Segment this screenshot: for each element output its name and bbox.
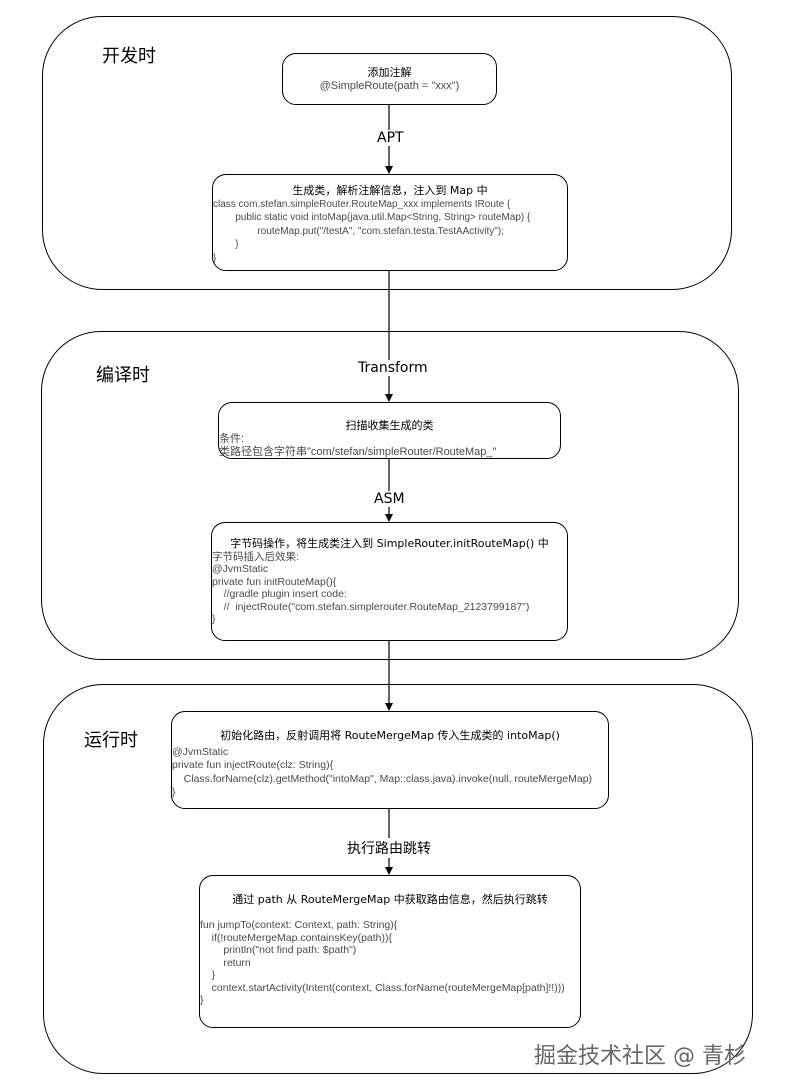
node-add-annotation-title: 添加注解	[367, 66, 412, 79]
node-generate-class: 生成类，解析注解信息，注入到 Map 中 class com.stefan.si…	[212, 174, 568, 271]
node-bytecode-inject-body: 字节码插入后效果: @JvmStatic private fun initRou…	[212, 550, 530, 626]
node-generate-class-body: class com.stefan.simpleRouter.RouteMap_x…	[213, 198, 531, 264]
node-jump-route: 通过 path 从 RouteMergeMap 中获取路由信息，然后执行跳转 f…	[199, 875, 581, 1028]
node-scan-classes: 扫描收集生成的类 条件: 类路径包含字符串"com/stefan/simpleR…	[218, 402, 561, 459]
node-init-route-body: @JvmStatic private fun injectRoute(clz: …	[172, 745, 593, 799]
phase-title-compile: 编译时	[96, 365, 150, 386]
node-bytecode-inject: 字节码操作，将生成类注入到 SimpleRouter.initRouteMap(…	[211, 522, 568, 641]
node-jump-route-body: fun jumpTo(context: Context, path: Strin…	[200, 919, 565, 1006]
node-jump-route-title: 通过 path 从 RouteMergeMap 中获取路由信息，然后执行跳转	[232, 893, 548, 906]
edge-label-asm: ASM	[372, 491, 407, 507]
node-add-annotation-body: @SimpleRoute(path = "xxx")	[319, 79, 460, 92]
node-scan-classes-title: 扫描收集生成的类	[345, 419, 434, 432]
watermark: 掘金技术社区 @ 青杉	[534, 1044, 746, 1069]
phase-title-runtime: 运行时	[84, 730, 138, 751]
edge-label-jump: 执行路由跳转	[345, 838, 433, 858]
node-scan-classes-body: 条件: 类路径包含字符串"com/stefan/simpleRouter/Rou…	[219, 432, 497, 459]
node-init-route: 初始化路由，反射调用将 RouteMergeMap 传入生成类的 intoMap…	[171, 711, 609, 809]
node-init-route-title: 初始化路由，反射调用将 RouteMergeMap 传入生成类的 intoMap…	[220, 729, 560, 742]
edge-label-transform: Transform	[356, 360, 430, 376]
node-bytecode-inject-title: 字节码操作，将生成类注入到 SimpleRouter.initRouteMap(…	[230, 537, 549, 550]
node-add-annotation: 添加注解 @SimpleRoute(path = "xxx")	[282, 53, 497, 105]
edge-label-apt: APT	[375, 130, 406, 146]
phase-title-development: 开发时	[102, 46, 156, 67]
node-generate-class-title: 生成类，解析注解信息，注入到 Map 中	[292, 184, 488, 197]
